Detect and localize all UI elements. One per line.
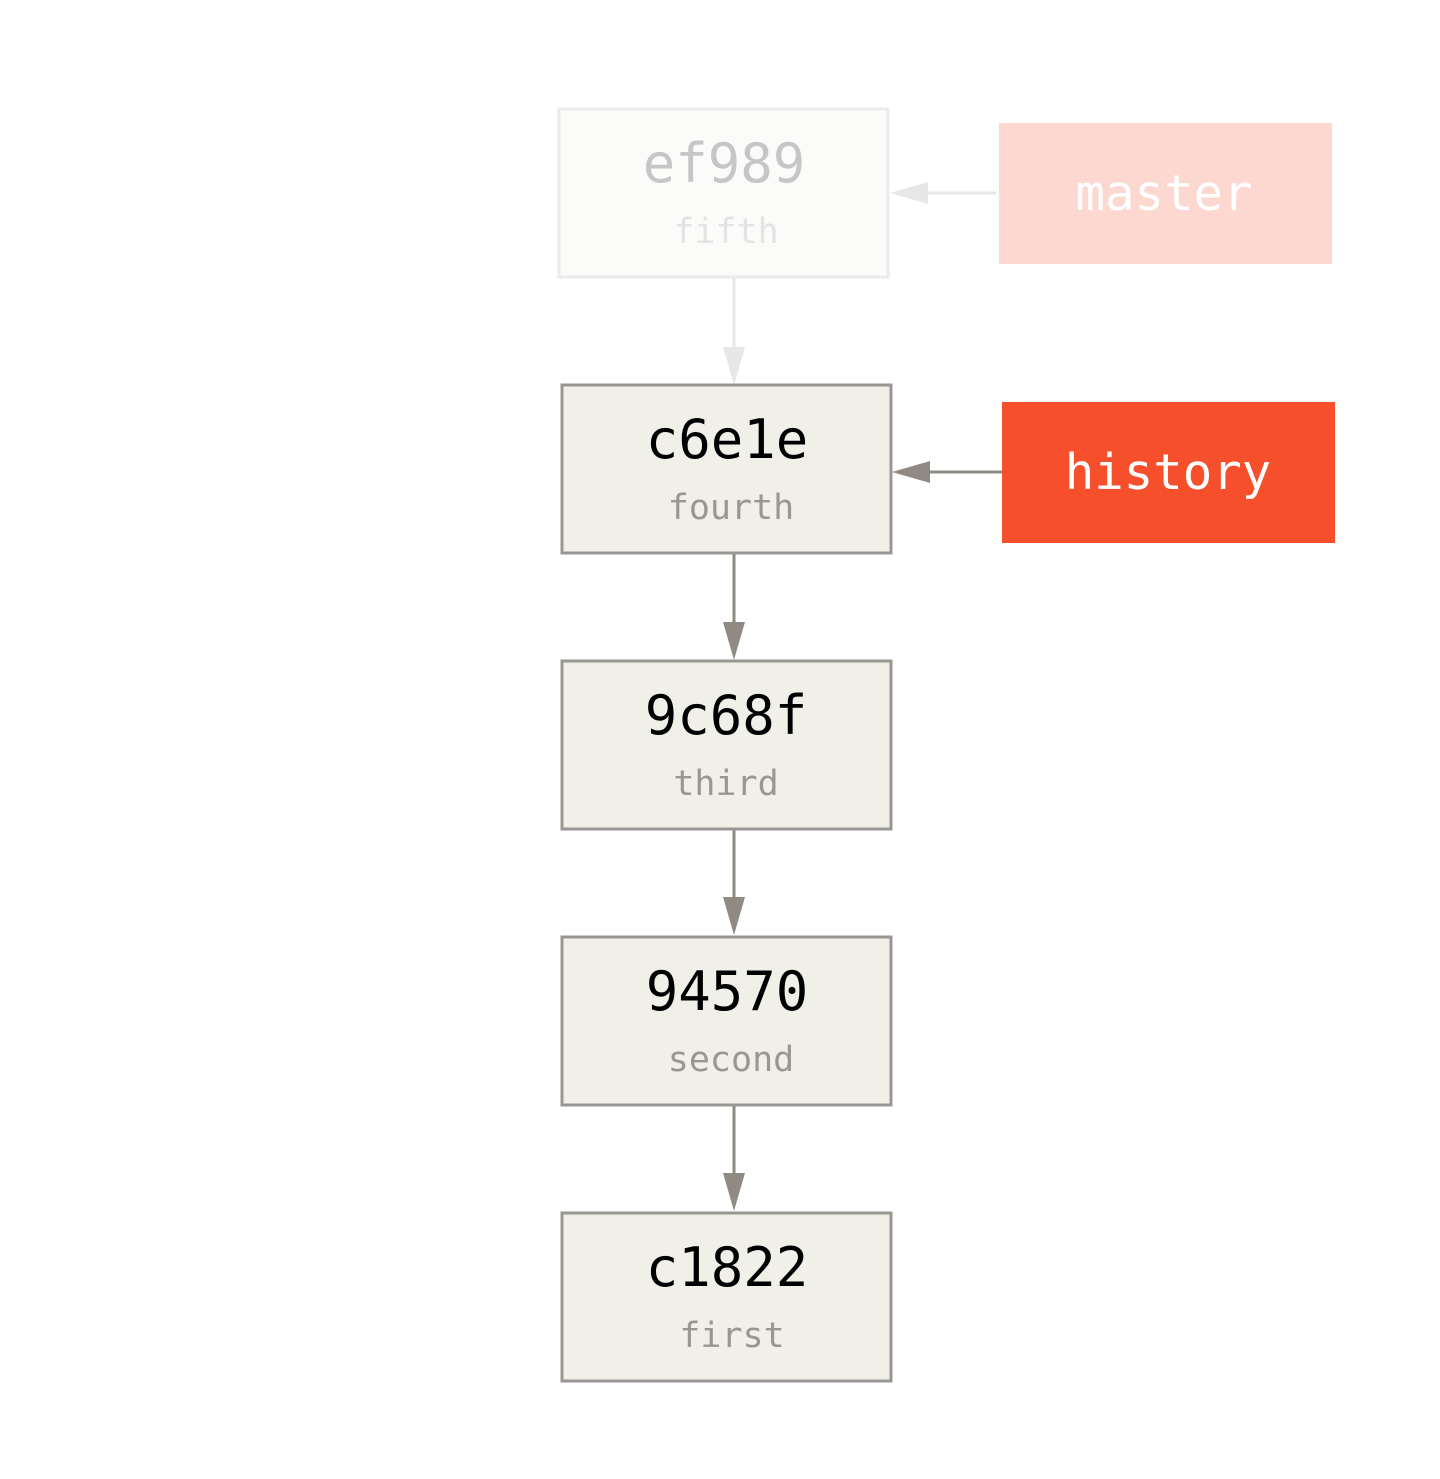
commit-node-ef989[interactable]: ef989 fifth bbox=[557, 107, 890, 279]
commit-hash: 94570 bbox=[646, 960, 809, 1023]
branch-arrow-master bbox=[890, 182, 996, 204]
commit-node-94570[interactable]: 94570 second bbox=[560, 935, 893, 1107]
commit-message: fifth bbox=[673, 212, 778, 252]
commit-node-c6e1e[interactable]: c6e1e fourth bbox=[560, 383, 893, 555]
parent-arrow-ef989-c6e1e bbox=[723, 277, 745, 385]
commit-hash: c1822 bbox=[646, 1236, 809, 1299]
branch-name: master bbox=[1075, 165, 1252, 222]
commit-hash: 9c68f bbox=[645, 684, 808, 747]
parent-arrow-c6e1e-9c68f bbox=[723, 553, 745, 660]
commit-node-9c68f[interactable]: 9c68f third bbox=[560, 659, 893, 831]
branch-label-master[interactable]: master bbox=[999, 123, 1332, 264]
commit-message: second bbox=[668, 1040, 794, 1080]
commit-message: third bbox=[673, 764, 778, 804]
branch-name: history bbox=[1065, 444, 1272, 501]
parent-arrow-94570-c1822 bbox=[723, 1105, 745, 1211]
commit-hash: c6e1e bbox=[646, 408, 809, 471]
commit-message: fourth bbox=[668, 488, 794, 528]
commit-message: first bbox=[679, 1316, 784, 1356]
parent-arrow-9c68f-94570 bbox=[723, 829, 745, 935]
commit-node-c1822[interactable]: c1822 first bbox=[560, 1211, 893, 1383]
branch-arrow-history bbox=[892, 461, 1002, 483]
branch-label-history[interactable]: history bbox=[1002, 402, 1335, 543]
commit-hash: ef989 bbox=[643, 132, 806, 195]
